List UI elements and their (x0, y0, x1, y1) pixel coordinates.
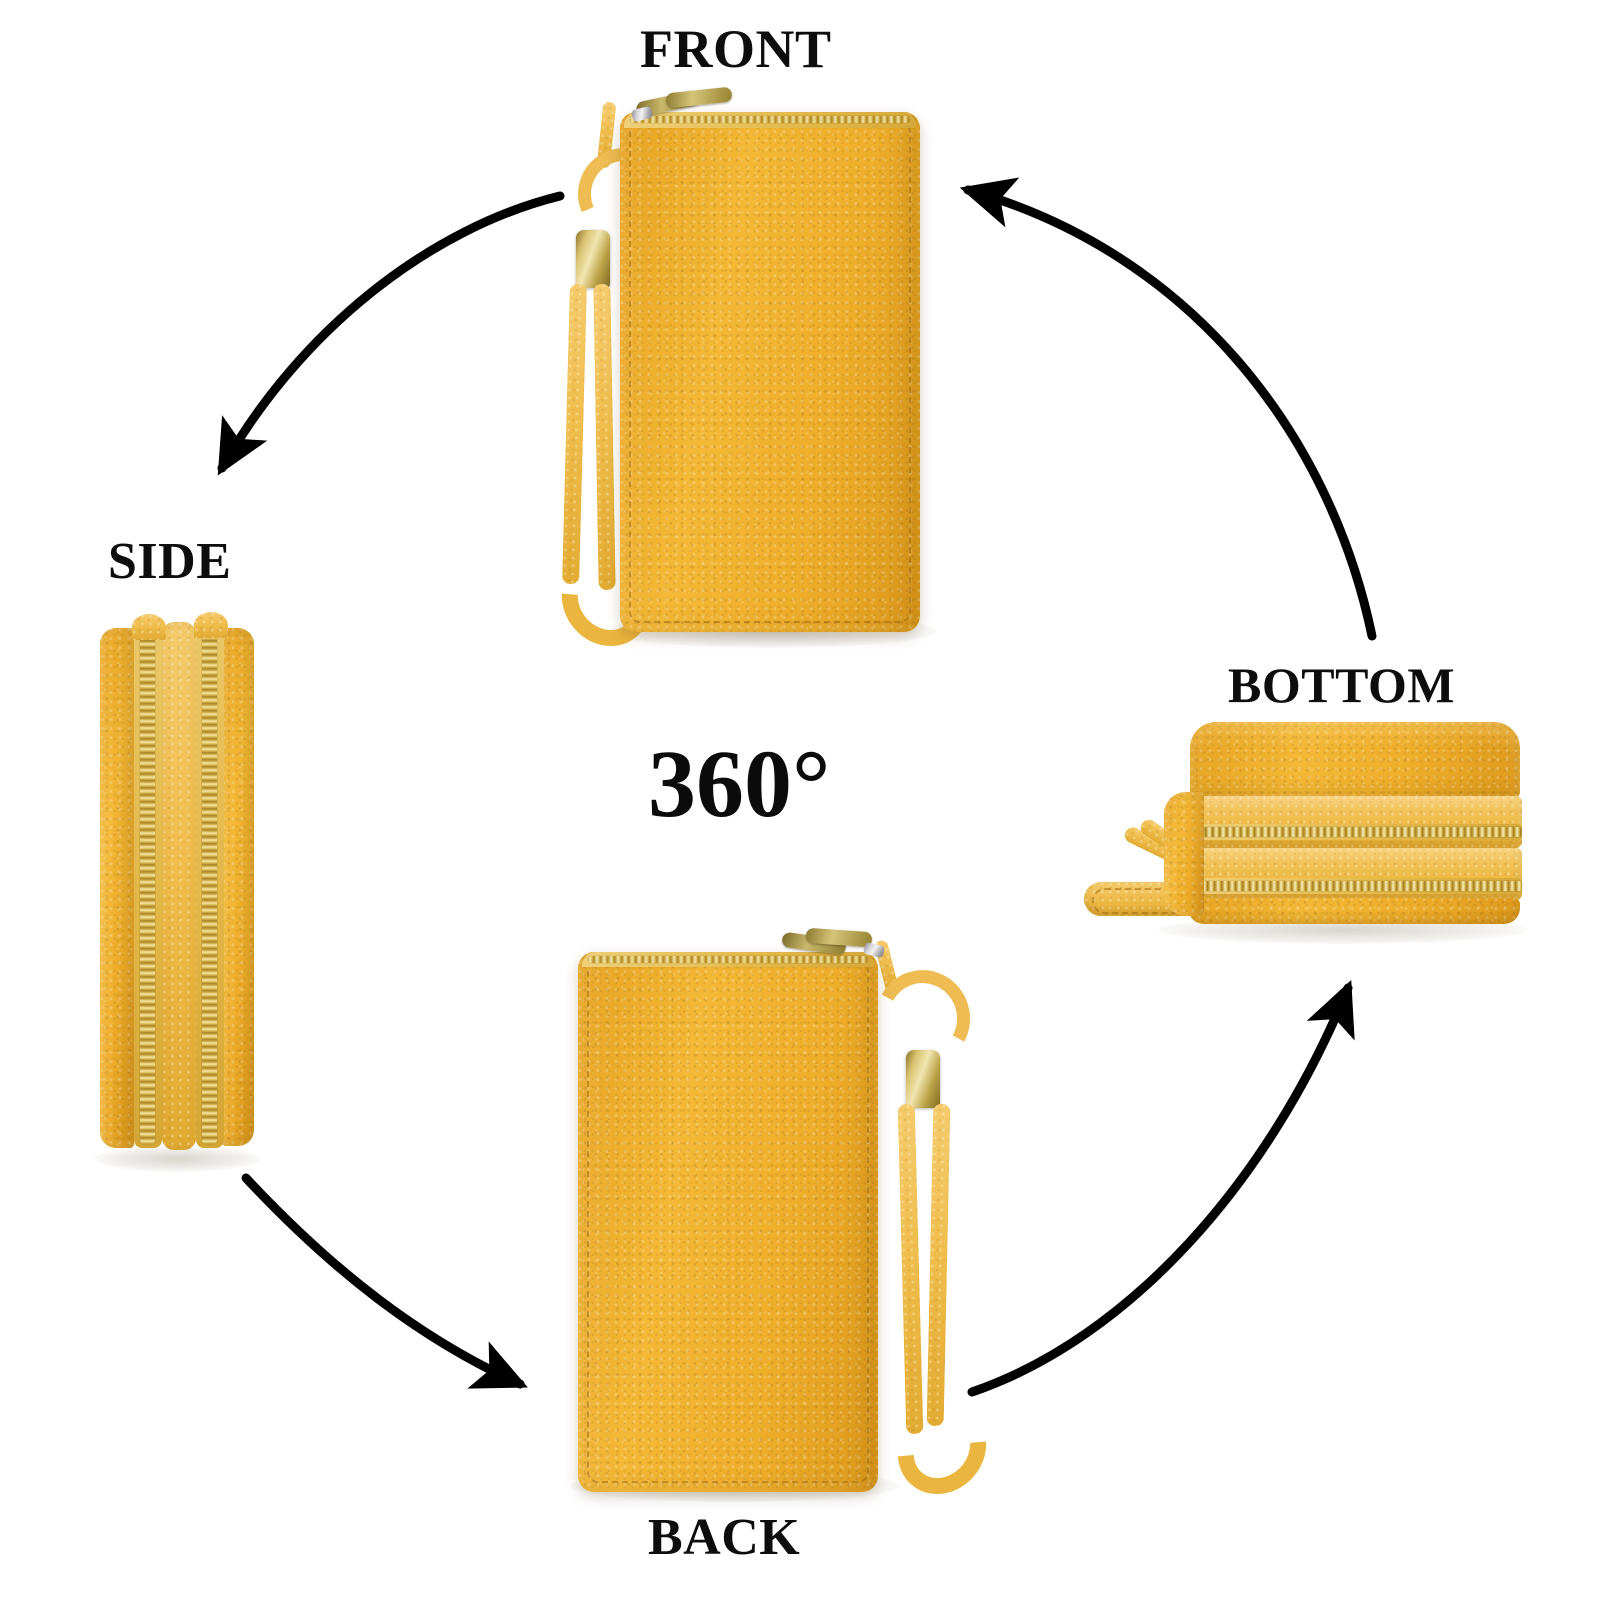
back-wallet-body (578, 952, 878, 1492)
product-view-front (520, 86, 940, 665)
side-zipper-teeth-2 (202, 628, 217, 1144)
front-wrist-strap (538, 101, 684, 665)
arrow-front-to-side (217, 191, 565, 476)
view-label-bottom: BOTTOM (1228, 657, 1456, 713)
side-drop-shadow (94, 1146, 260, 1172)
product-view-side (86, 598, 266, 1178)
back-strap-ferrule (906, 1050, 940, 1108)
bottom-zipper-teeth-1 (1186, 827, 1522, 837)
arrow-back-to-bottom (967, 979, 1355, 1397)
front-wallet-body (620, 112, 920, 632)
center-360-label: 360° (648, 730, 831, 837)
view-label-side: SIDE (108, 533, 232, 590)
side-top-cap-2 (194, 612, 228, 638)
side-zipper-teeth-1 (140, 628, 155, 1144)
bottom-zipper-teeth-2 (1188, 881, 1522, 891)
product-view-bottom (1078, 700, 1538, 950)
view-label-front: FRONT (640, 19, 832, 79)
back-wrist-strap (852, 936, 1005, 1513)
front-zipper-pulls (630, 86, 752, 128)
bottom-compartment-upper (1174, 796, 1522, 848)
front-strap-ferrule (576, 230, 610, 288)
arrow-side-to-back (241, 1173, 528, 1389)
back-zipper-teeth (588, 956, 868, 963)
arrow-bottom-to-front (959, 177, 1377, 641)
bottom-top-face (1190, 722, 1520, 798)
side-top-cap-1 (132, 614, 166, 640)
bottom-base-lip (1188, 898, 1520, 924)
bottom-left-spine (1164, 792, 1204, 916)
product-view-back (560, 922, 1005, 1513)
back-zipper-pulls (776, 924, 896, 968)
side-right-panel (222, 628, 254, 1146)
front-zipper-teeth (630, 116, 910, 123)
side-left-panel (100, 628, 134, 1148)
side-center-gusset (162, 622, 196, 1150)
view-label-back: BACK (648, 1509, 801, 1566)
